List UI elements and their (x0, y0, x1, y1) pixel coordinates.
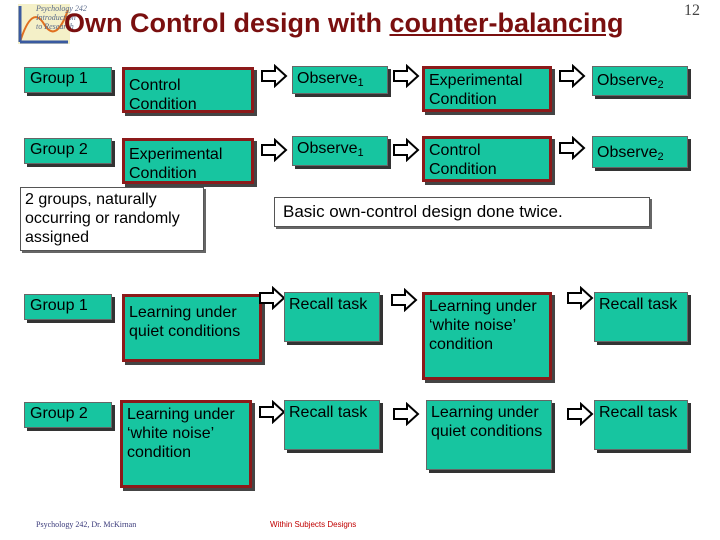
recall-task-box: Recall task (284, 292, 380, 342)
learning-condition-box: Learning under ‘white noise’ condition (120, 400, 252, 488)
group-2-label: Group 2 (24, 402, 112, 428)
right-arrow-icon (567, 286, 594, 310)
recall-task-box: Recall task (284, 400, 380, 450)
condition-box: Control Condition (422, 136, 552, 182)
observe-box: Observe2 (592, 136, 688, 168)
learning-condition-box: Learning under quiet conditions (122, 294, 262, 362)
observe-box: Observe2 (592, 66, 688, 96)
right-arrow-icon (559, 136, 586, 160)
course-logo-text: Psychology 242 Introduction to Research (36, 4, 87, 31)
right-arrow-icon (559, 64, 586, 88)
right-arrow-icon (391, 288, 418, 312)
footer-topic: Within Subjects Designs (270, 520, 357, 529)
right-arrow-icon (567, 402, 594, 426)
group-1-label: Group 1 (24, 67, 112, 93)
learning-condition-box: Learning under ‘white noise’ condition (422, 292, 552, 380)
observe-box: Observe1 (292, 66, 388, 94)
right-arrow-icon (393, 138, 420, 162)
recall-task-box: Recall task (594, 400, 688, 450)
course-logo (18, 4, 70, 44)
learning-condition-box: Learning under quiet conditions (426, 400, 552, 470)
basic-design-note: Basic own-control design done twice. (274, 197, 650, 227)
right-arrow-icon (261, 138, 288, 162)
footer-course: Psychology 242, Dr. McKirnan (36, 520, 137, 529)
group-2-label: Group 2 (24, 138, 112, 164)
slide-number: 12 (684, 2, 700, 19)
observe-box: Observe1 (292, 136, 388, 166)
condition-box: Experimental Condition (122, 138, 254, 184)
right-arrow-icon (261, 64, 288, 88)
recall-task-box: Recall task (594, 292, 688, 342)
right-arrow-icon (259, 286, 286, 310)
right-arrow-icon (393, 402, 420, 426)
condition-box: Experimental Condition (422, 66, 552, 112)
groups-note: 2 groups, naturally occurring or randoml… (20, 187, 204, 251)
right-arrow-icon (393, 64, 420, 88)
right-arrow-icon (259, 400, 286, 424)
condition-box: Control Condition (122, 67, 254, 113)
slide-title: Own Control design with counter-balancin… (64, 8, 624, 38)
group-1-label: Group 1 (24, 294, 112, 320)
